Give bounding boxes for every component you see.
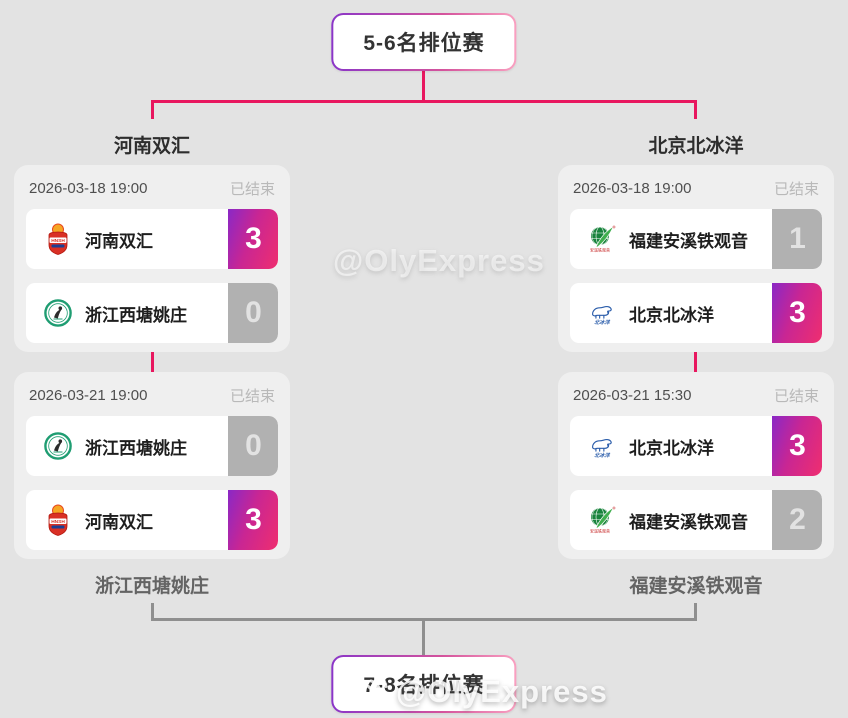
match-card-left-1[interactable]: 2026-03-18 19:00 已结束 HNSH 河南双汇 3 浙江西塘姚庄 … [14,165,290,352]
svg-text:安溪铁观音: 安溪铁观音 [590,528,610,534]
team-score: 3 [772,283,822,343]
team-score: 3 [228,209,278,269]
match-card-left-2[interactable]: 2026-03-21 19:00 已结束 浙江西塘姚庄 0 HNSH 河南双汇 … [14,372,290,559]
ranking-match-7-8-box: 7-8名排位赛 [331,655,517,713]
watermark-mid: @OlyExpress [333,243,545,279]
connector-line-left-mid [151,352,154,372]
fujian-anxi-badge-icon: 安溪铁观音 [588,223,616,255]
henan-shuanghui-badge-icon: HNSH [44,504,72,536]
match-card-right-1[interactable]: 2026-03-18 19:00 已结束 安溪铁观音 福建安溪铁观音 1 北冰洋… [558,165,834,352]
team-name: 河南双汇 [85,512,153,532]
beijing-polar-bear-badge-icon: 北冰洋 [588,297,616,329]
watermark-handle: @OlyExpress [333,243,545,278]
connector-line-bottom-right-stub [694,603,697,620]
team-score: 3 [228,490,278,550]
connector-line-right-mid [694,352,697,372]
henan-shuanghui-badge-icon: HNSH [44,223,72,255]
svg-text:HNSH: HNSH [51,238,65,244]
left-column-header: 河南双汇 [113,136,191,157]
team-name: 福建安溪铁观音 [629,231,748,251]
ranking-match-5-6-box: 5-6名排位赛 [331,13,517,71]
match-status-badge: 已结束 [229,388,275,405]
match-datetime: 2026-03-18 19:00 [573,180,692,197]
team-row[interactable]: 浙江西塘姚庄 0 [26,283,278,343]
connector-line-top-left-stub [151,100,154,119]
connector-line-bottom-left-stub [151,603,154,620]
match-datetime: 2026-03-21 15:30 [573,387,692,404]
match-datetime: 2026-03-18 19:00 [29,180,148,197]
connector-line-top-right-stub [694,100,697,119]
left-column-footer: 浙江西塘姚庄 [94,576,210,597]
match-status-badge: 已结束 [229,181,275,198]
team-row[interactable]: 北冰洋 北京北冰洋 3 [570,283,822,343]
team-name: 浙江西塘姚庄 [85,305,187,325]
team-name: 河南双汇 [85,231,153,251]
svg-text:HNSH: HNSH [51,519,65,525]
fujian-anxi-badge-icon: 安溪铁观音 [588,504,616,536]
team-name: 北京北冰洋 [629,305,714,325]
right-column-header: 北京北冰洋 [648,136,744,157]
match-datetime: 2026-03-21 19:00 [29,387,148,404]
team-score: 3 [772,416,822,476]
svg-text:北冰洋: 北冰洋 [594,452,610,459]
team-score: 1 [772,209,822,269]
team-row[interactable]: 安溪铁观音 福建安溪铁观音 2 [570,490,822,550]
beijing-polar-bear-badge-icon: 北冰洋 [588,430,616,462]
zhejiang-xitang-badge-icon [44,430,72,462]
svg-text:北冰洋: 北冰洋 [594,319,610,326]
team-row[interactable]: HNSH 河南双汇 3 [26,490,278,550]
svg-text:安溪铁观音: 安溪铁观音 [590,247,610,253]
zhejiang-xitang-badge-icon [44,297,72,329]
match-status-badge: 已结束 [773,388,819,405]
right-column-footer: 福建安溪铁观音 [629,576,763,597]
ranking-match-7-8-label: 7-8名排位赛 [333,657,515,711]
connector-line-top-center [422,62,425,102]
team-name: 福建安溪铁观音 [629,512,748,532]
team-score: 0 [228,283,278,343]
match-card-right-2[interactable]: 2026-03-21 15:30 已结束 北冰洋 北京北冰洋 3 安溪铁观音 福… [558,372,834,559]
team-row[interactable]: 安溪铁观音 福建安溪铁观音 1 [570,209,822,269]
connector-line-bottom-center [422,618,425,656]
team-score: 0 [228,416,278,476]
team-name: 北京北冰洋 [629,438,714,458]
team-row[interactable]: 北冰洋 北京北冰洋 3 [570,416,822,476]
ranking-match-5-6-label: 5-6名排位赛 [333,15,515,69]
match-status-badge: 已结束 [773,181,819,198]
team-score: 2 [772,490,822,550]
connector-line-top-horizontal [151,100,697,103]
team-name: 浙江西塘姚庄 [85,438,187,458]
team-row[interactable]: 浙江西塘姚庄 0 [26,416,278,476]
team-row[interactable]: HNSH 河南双汇 3 [26,209,278,269]
